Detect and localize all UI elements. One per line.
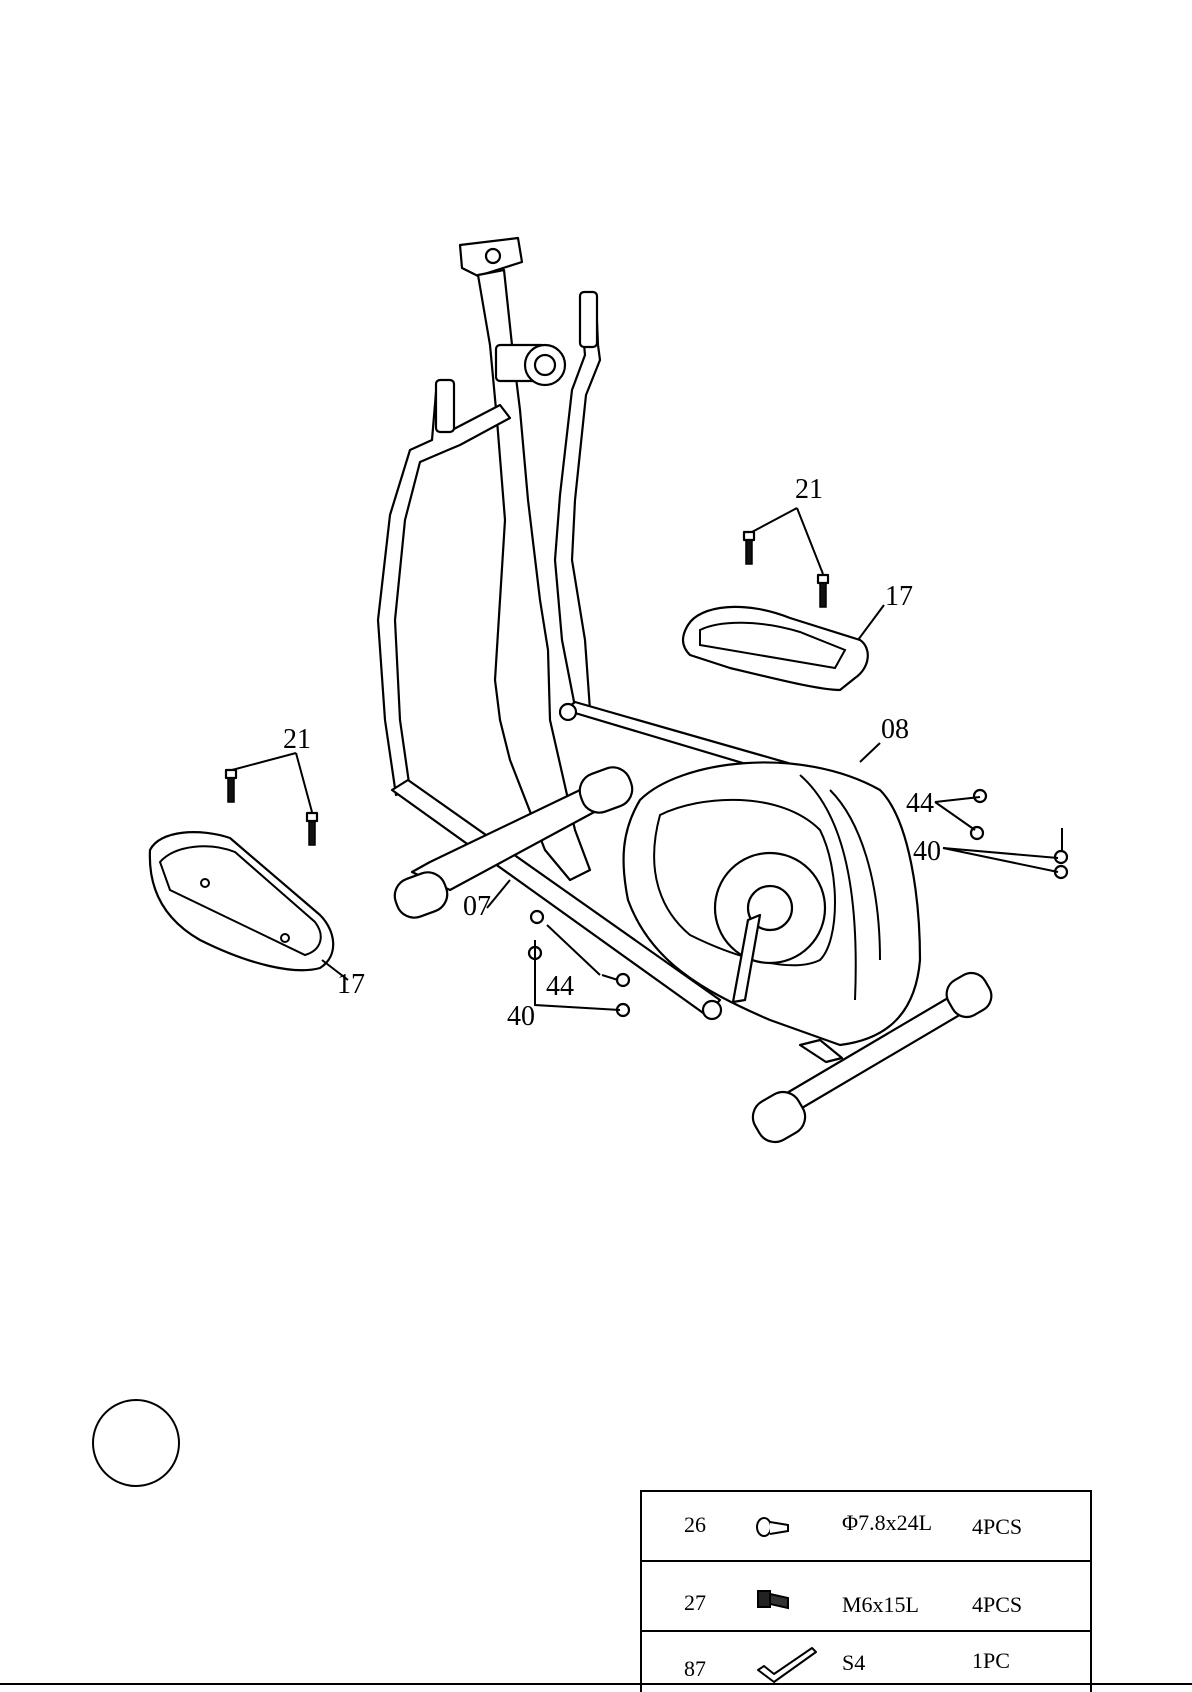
part-number: 26 [684,1512,706,1538]
label-07: 07 [463,891,491,922]
label-44-right: 44 [906,788,934,819]
bolt-icon [754,1586,794,1616]
right-pedal [683,607,868,690]
allen-key-icon [754,1646,820,1686]
hardware-row: 26 Φ7.8x24L 4PCS [642,1492,1090,1562]
label-21-right: 21 [795,474,823,505]
label-21-left: 21 [283,724,311,755]
part-number: 87 [684,1656,706,1682]
label-40-left: 40 [507,1001,535,1032]
part-size: Φ7.8x24L [842,1510,932,1536]
part-size: M6x15L [842,1592,919,1618]
label-44-left: 44 [546,971,574,1002]
part-number: 27 [684,1590,706,1616]
part-qty: 4PCS [972,1592,1022,1618]
step-number-circle [92,1399,180,1487]
label-08: 08 [881,714,909,745]
part-qty: 1PC [972,1648,1010,1674]
elliptical-frame [378,238,997,1149]
part-size: S4 [842,1650,865,1676]
label-17-left: 17 [337,969,365,1000]
hardware-row: 27 M6x15L 4PCS [642,1562,1090,1632]
hardware-table: 26 Φ7.8x24L 4PCS 27 M6x15L 4PCS 87 S4 1P… [640,1490,1092,1692]
screw-icon [754,1512,794,1542]
left-pedal [150,832,333,970]
label-40-right: 40 [913,836,941,867]
label-17-right: 17 [885,581,913,612]
part-qty: 4PCS [972,1514,1022,1540]
